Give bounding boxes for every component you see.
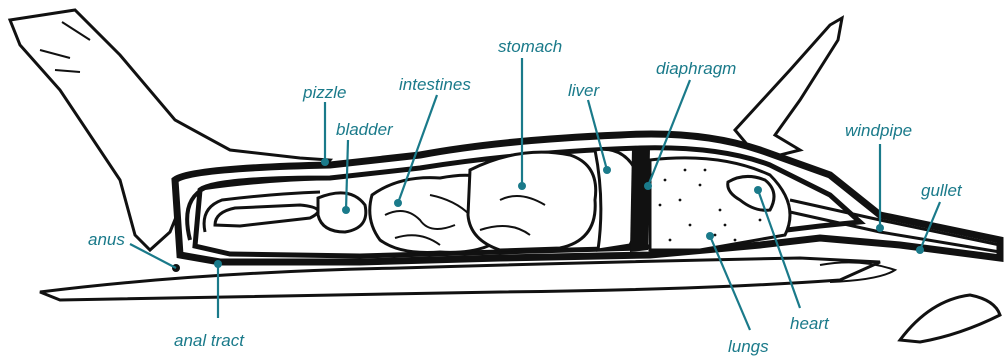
label-diaphragm: diaphragm (656, 60, 736, 77)
stomach-shape (468, 152, 596, 250)
diaphragm-shape (630, 148, 650, 252)
label-stomach: stomach (498, 38, 562, 55)
label-gullet: gullet (921, 182, 962, 199)
label-intestines: intestines (399, 76, 471, 93)
label-lungs: lungs (728, 338, 769, 355)
label-pizzle: pizzle (303, 84, 346, 101)
label-bladder: bladder (336, 121, 393, 138)
label-anus: anus (88, 231, 125, 248)
belly-hide (40, 258, 880, 300)
label-heart: heart (790, 315, 829, 332)
front-leg-outline (735, 18, 842, 160)
label-windpipe: windpipe (845, 122, 912, 139)
label-liver: liver (568, 82, 599, 99)
bladder-shape (318, 193, 366, 232)
head-fragment (900, 295, 1000, 342)
label-anal-tract: anal tract (174, 332, 244, 349)
